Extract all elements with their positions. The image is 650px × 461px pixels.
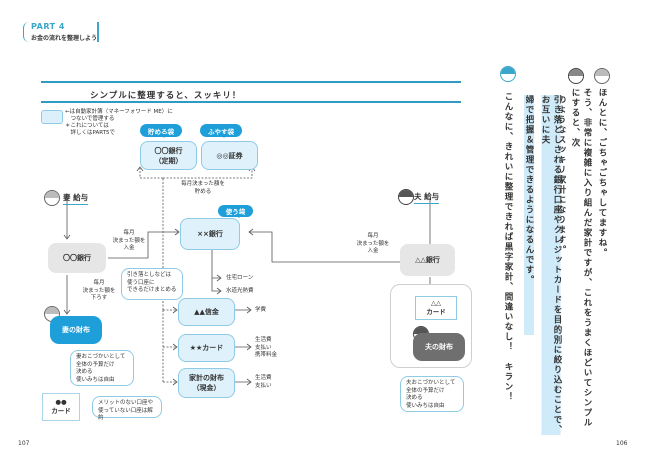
cancel-card-label: カード	[51, 407, 71, 415]
part-divider	[97, 22, 99, 42]
expense-tuition: 学費	[255, 307, 267, 313]
wife-withdraw-label: 毎月 決まった額を 下ろす	[82, 280, 116, 301]
node-household-wallet: 家計の財布 （現金）	[178, 368, 235, 398]
note-consolidate: 引き落としなどは 使う口座に できるだけまとめる	[121, 268, 183, 300]
title-rule-top	[41, 81, 461, 83]
husband-card-label: カード	[426, 308, 446, 316]
tag-use: 使う袋	[218, 205, 253, 218]
page-number-right: 106	[616, 440, 628, 447]
cancel-card-name: ●●	[55, 398, 67, 406]
dialogue-line-4-highlight: 引き落としされる銀行口座やクレジットカードを目的別に絞り込むことで、お互いに夫	[539, 95, 563, 435]
husband-deposit-label: 毎月 決まった額を 入金	[356, 233, 390, 254]
node-wife-bank: 〇〇銀行	[48, 243, 106, 273]
tag-grow: ふやす袋	[200, 124, 242, 138]
husband-card-name: △△	[431, 299, 441, 307]
wife-salary-label: 妻 給与	[63, 192, 89, 205]
legend-swatch	[41, 110, 63, 124]
husband-card-box: △△ カード	[415, 296, 457, 320]
wife-to-main-arrow	[108, 231, 178, 259]
node-wife-wallet: 妻の財布	[50, 316, 102, 344]
dialogue-line-2: そう、非常に複雑に入り組んだ家計ですが、これをうまくほどいてシンプルにすると、次	[570, 88, 592, 428]
cancel-card-box: ●● カード	[42, 393, 80, 421]
sub-dashed-lines	[162, 309, 176, 383]
save-monthly-label: 毎月決まった額を 貯める	[181, 181, 225, 195]
dialogue-line-1: ほんとに、ごちゃごちゃしてますね。	[597, 88, 607, 258]
expense-household-wallet: 生活費 支払い	[255, 375, 272, 389]
husband-salary-label: 夫 給与	[414, 191, 440, 204]
expense-utilities: 水道光熱費	[226, 288, 254, 294]
node-main-bank: ××銀行	[180, 218, 240, 250]
part-label: PART 4	[31, 22, 65, 31]
dialogue-line-5-highlight: 婦で把握＆管理できるようになるんです。	[523, 95, 535, 335]
part-subtitle: お金の流れを整理しよう	[31, 35, 98, 42]
node-star-card: ★★カード	[178, 334, 235, 362]
wife-deposit-label: 毎月 決まった額を 入金	[112, 230, 146, 251]
dialogue-line-6: こんなに、きれいに整理できれば黒字家計、間違いなし！ キラン！	[503, 92, 513, 402]
expense-housing-loan: 住宅ローン	[226, 275, 254, 281]
page-number-left: 107	[18, 440, 30, 447]
husband-avatar	[398, 189, 414, 205]
title-rule-bottom	[41, 101, 461, 103]
part-brace	[23, 22, 30, 42]
node-savings-bank: 〇〇銀行 （定期）	[140, 141, 197, 170]
node-securities: ◎◎証券	[201, 141, 258, 170]
legend-text: ←は自動家計簿（マネーフォワード ME）に つないで管理する ＊これについては …	[65, 109, 173, 136]
wife-dialogue-avatar	[594, 68, 610, 84]
node-credit-union: ▲▲信金	[178, 298, 235, 326]
section-title: シンプルに整理すると、スッキリ！	[90, 91, 242, 101]
node-husband-bank: △△銀行	[400, 244, 455, 276]
tag-save: 貯める袋	[140, 124, 182, 138]
expense-star-card: 生活費 支払い 携帯料金	[255, 337, 278, 358]
note-wife-allowance: 妻おこづかいとして 全体の予算だけ 決める 使いみちは自由	[70, 350, 134, 386]
note-cancel: メリットのない口座や 使っていない口座は解約	[92, 396, 162, 421]
node-husband-wallet: 夫の財布	[413, 333, 465, 361]
main-expense-lines	[211, 248, 220, 292]
husband-dialogue-avatar	[500, 66, 516, 82]
husband-to-main-arrow	[250, 231, 400, 263]
wife-avatar	[44, 190, 60, 206]
advisor-dialogue-avatar	[568, 68, 584, 84]
note-husband-allowance: 夫おこづかいとして 全体の予算だけ 決める 使いみちは自由	[400, 376, 464, 412]
